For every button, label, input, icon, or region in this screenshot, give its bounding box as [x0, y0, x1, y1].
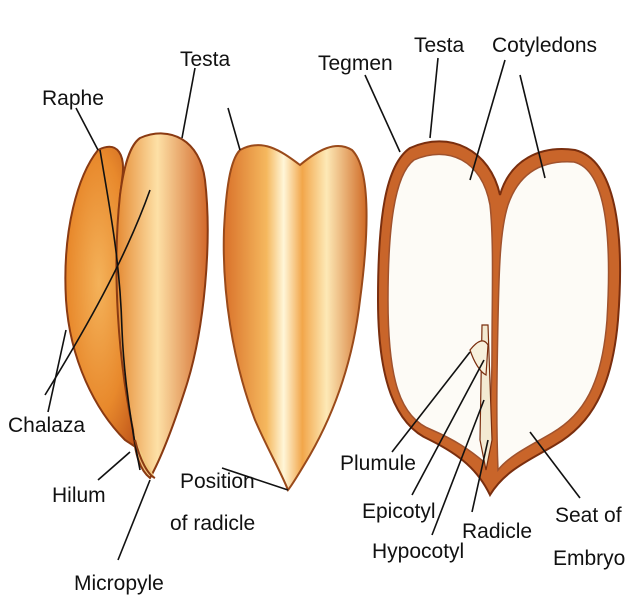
label-testa-right: Testa: [414, 34, 465, 57]
label-position-line2: of radicle: [170, 512, 255, 535]
label-tegmen: Tegmen: [318, 52, 393, 75]
seed-opened-view: [378, 141, 620, 495]
label-radicle: Radicle: [462, 520, 532, 543]
seed-front-view: [224, 145, 367, 490]
label-testa-left: Testa: [180, 48, 231, 71]
label-chalaza: Chalaza: [8, 414, 85, 437]
label-plumule: Plumule: [340, 452, 416, 475]
label-hypocotyl: Hypocotyl: [372, 540, 464, 563]
cotyledon-right: [497, 162, 609, 470]
label-micropyle: Micropyle: [74, 572, 164, 595]
seed-front-body: [224, 145, 367, 490]
label-cotyledons: Cotyledons: [492, 34, 597, 57]
label-hilum: Hilum: [52, 484, 106, 507]
label-raphe: Raphe: [42, 87, 104, 110]
label-seat-of: Seat of: [555, 504, 622, 527]
label-position-line1: Position: [180, 470, 255, 493]
label-epicotyl: Epicotyl: [362, 500, 436, 523]
label-embryo: Embryo: [553, 547, 625, 570]
